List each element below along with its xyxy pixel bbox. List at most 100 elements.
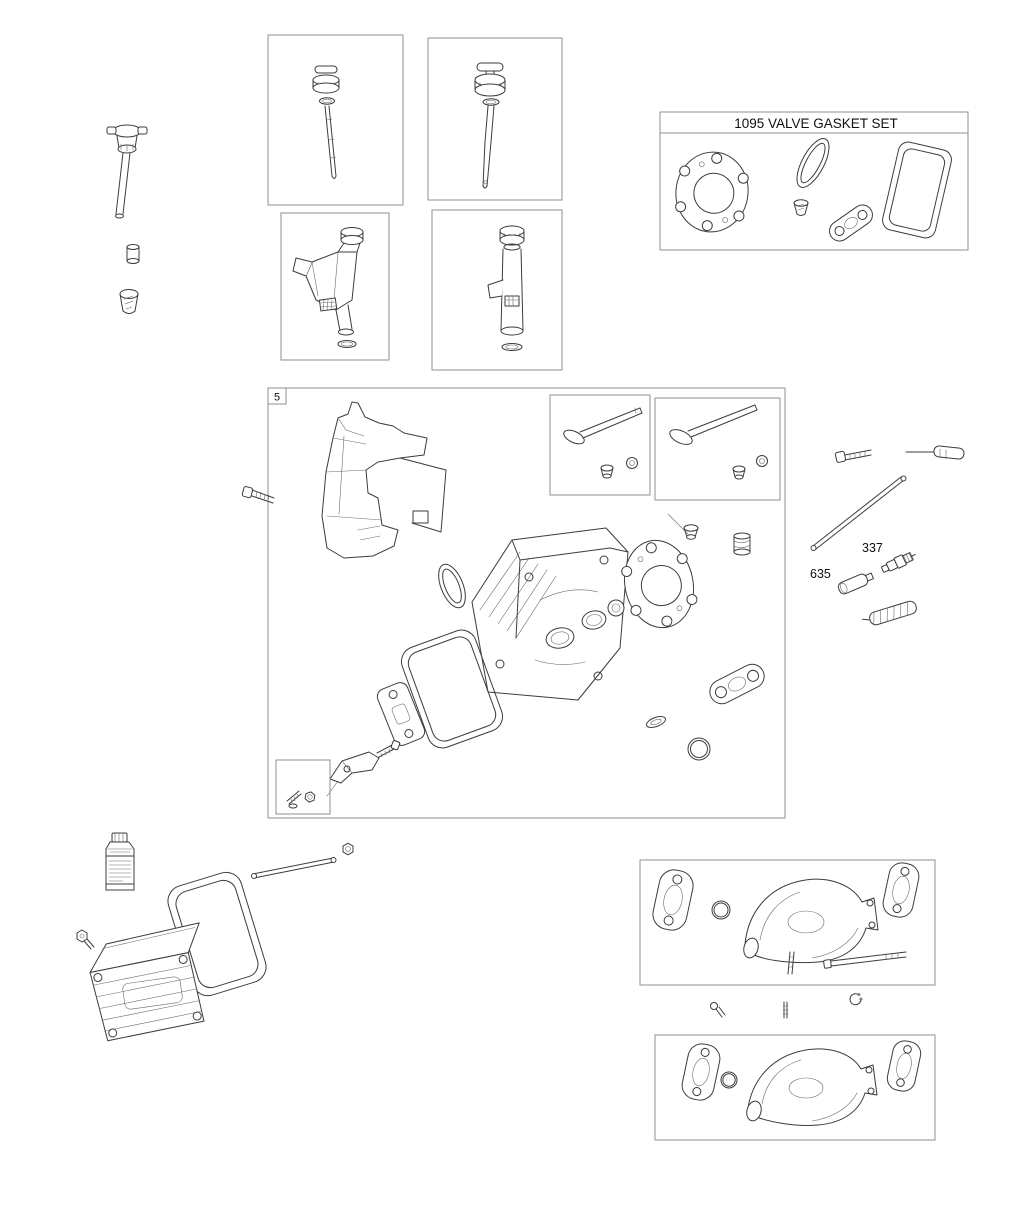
valve-spring-retainer bbox=[683, 524, 699, 540]
dipstick-b-blade bbox=[482, 141, 492, 187]
push-rod-long bbox=[251, 857, 337, 879]
small-stud bbox=[782, 1001, 789, 1019]
valve-cover-face bbox=[89, 952, 205, 1042]
manifold-o-ring-a bbox=[711, 900, 731, 920]
group-number-box bbox=[267, 387, 287, 405]
callout-635: 635 bbox=[810, 567, 831, 581]
valve-cover bbox=[89, 922, 205, 1042]
dipstick-panel-a-border bbox=[267, 34, 404, 206]
group-number-label: 5 bbox=[274, 392, 280, 404]
oval-gasket-kit bbox=[796, 138, 830, 188]
dipstick-a bbox=[312, 65, 340, 179]
valve-gasket-set-panel: 1095 VALVE GASKET SET bbox=[659, 111, 969, 251]
rocker-shaft-tube bbox=[861, 600, 917, 626]
cap-ear-right bbox=[137, 126, 148, 135]
small-nut bbox=[304, 791, 316, 803]
oil-cap-tube-assembly bbox=[106, 124, 148, 314]
exhaust-valve bbox=[669, 404, 758, 445]
dipstick-t-handle bbox=[476, 62, 504, 72]
push-rod bbox=[810, 475, 907, 551]
dipstick-blade bbox=[324, 105, 337, 177]
breather-bolt bbox=[376, 740, 401, 758]
spark-plug-hole bbox=[607, 599, 625, 617]
small-oval-gasket bbox=[438, 563, 466, 609]
rocker-nut bbox=[342, 842, 354, 856]
oil-fill-panel-b bbox=[431, 209, 563, 371]
exhaust-gasket-kit bbox=[829, 204, 873, 242]
manifold-stud-a bbox=[787, 951, 795, 975]
compression-release-cap bbox=[837, 572, 875, 595]
fill-tube-b-bracket bbox=[487, 279, 504, 299]
oil-fill-panel-a bbox=[280, 212, 390, 361]
flange-bolt bbox=[241, 486, 275, 504]
intake-manifold-border bbox=[639, 859, 936, 986]
cylinder-head bbox=[471, 527, 629, 701]
spark-plug bbox=[881, 552, 916, 573]
port-gasket bbox=[709, 663, 765, 705]
cylinder-head-gasket bbox=[621, 539, 698, 629]
small-cylinder-part bbox=[126, 244, 140, 264]
exhaust-valve-retainers bbox=[732, 455, 768, 480]
intake-manifold bbox=[743, 878, 879, 964]
o-ring bbox=[687, 737, 711, 761]
cylinder-head-group-panel: 5 bbox=[241, 387, 786, 819]
group-5-border bbox=[267, 387, 786, 819]
rocker-stud bbox=[905, 445, 965, 460]
rocker-screw bbox=[834, 449, 872, 463]
callout-337: 337 bbox=[862, 541, 883, 555]
breather-gasket bbox=[376, 682, 426, 746]
valve-cover-gasket-inner bbox=[400, 629, 504, 749]
cap-ear-left bbox=[106, 126, 117, 135]
manifold-flange-gasket-a bbox=[652, 869, 694, 931]
dipstick-seal bbox=[319, 97, 335, 105]
rocker-cover-bracket bbox=[321, 401, 447, 559]
head-gasket-kit bbox=[675, 151, 749, 233]
dipstick-panel-b-border bbox=[427, 37, 563, 201]
small-stud-part bbox=[286, 790, 302, 805]
cover-bolt bbox=[76, 929, 95, 950]
dipstick-panel-a bbox=[267, 34, 404, 206]
bracket-side-panel bbox=[399, 457, 447, 533]
fill-tube-bracket bbox=[292, 257, 313, 277]
intake-valve-panel-border bbox=[549, 394, 651, 496]
exhaust-manifold-border bbox=[654, 1034, 936, 1141]
intake-valve-retainers bbox=[600, 457, 638, 479]
fastener-sub-panel-border bbox=[275, 759, 331, 815]
intake-manifold-panel bbox=[639, 859, 936, 986]
exhaust-valve-panel bbox=[654, 397, 781, 501]
intake-valve bbox=[563, 407, 643, 445]
oil-fill-panel-b-border bbox=[431, 209, 563, 371]
valve-stem-seal bbox=[645, 716, 667, 728]
oil-fill-panel-a-border bbox=[280, 212, 390, 361]
brand-logo-panel bbox=[122, 976, 183, 1010]
exhaust-valve-panel-border bbox=[654, 397, 781, 501]
valve-cover-group bbox=[76, 832, 354, 1042]
retainer-clip bbox=[849, 992, 863, 1006]
oil-fill-tube-a bbox=[292, 227, 364, 348]
plug-cap-kit bbox=[793, 199, 809, 216]
valve-port-2 bbox=[581, 610, 607, 630]
small-washer bbox=[288, 803, 298, 809]
small-cap-part bbox=[119, 289, 139, 314]
bracket-notch bbox=[412, 510, 429, 524]
dipstick-b bbox=[474, 62, 506, 189]
rocker-hardware-group: 337 635 bbox=[810, 445, 965, 626]
breather-reed-plate bbox=[326, 751, 380, 797]
intake-valve-panel bbox=[549, 394, 651, 496]
oil-fill-tube-b bbox=[487, 225, 525, 351]
manifold-flange-gasket-b bbox=[882, 862, 920, 918]
fastener-sub-panel bbox=[275, 759, 331, 815]
drain-tube bbox=[115, 152, 131, 215]
fill-tube-b-screen bbox=[504, 295, 520, 307]
fill-tube-b-body bbox=[500, 248, 524, 331]
exhaust-flange-gasket-a bbox=[681, 1043, 721, 1101]
manifold-fasteners bbox=[710, 992, 863, 1019]
exhaust-manifold-panel bbox=[654, 1034, 936, 1141]
exhaust-manifold bbox=[746, 1048, 878, 1126]
valve-spring bbox=[733, 532, 751, 556]
dipstick-handle bbox=[314, 65, 338, 74]
valve-gasket-set-border bbox=[659, 111, 969, 251]
small-screw bbox=[710, 1002, 726, 1018]
